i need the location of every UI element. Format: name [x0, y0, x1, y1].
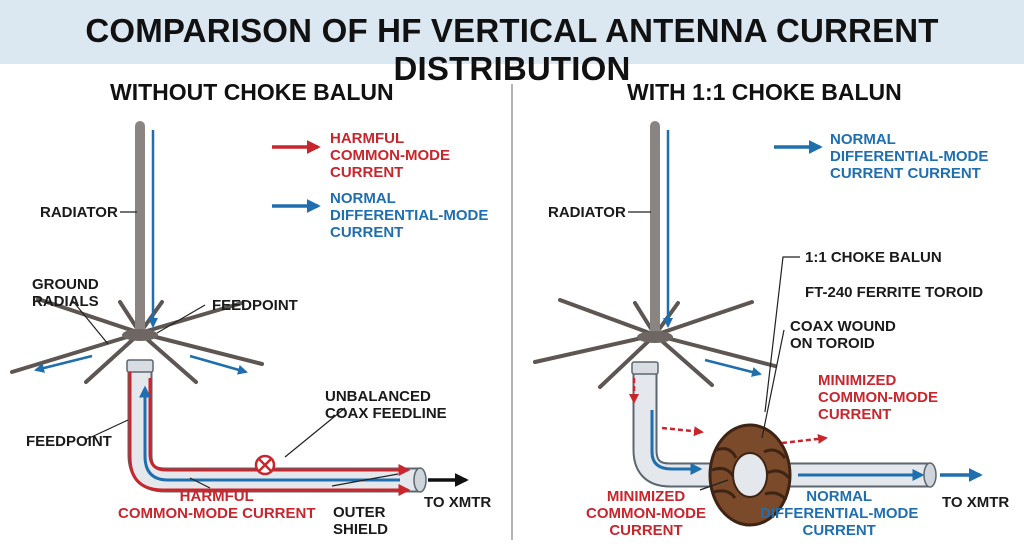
radiator-label-right: RADIATOR	[548, 204, 626, 221]
coax-body	[129, 365, 420, 491]
differential-current-coax-right	[650, 410, 703, 475]
coax-end	[413, 467, 427, 493]
coax-outline	[127, 365, 420, 493]
ferrite-toroid-label: FT-240 FERRITE TOROID	[805, 284, 984, 301]
feedpoint-hub-right	[637, 331, 673, 343]
left-panel	[10, 121, 469, 496]
ground-radials-right	[533, 298, 777, 389]
coax-body-right	[634, 368, 930, 486]
radiator-label: RADIATOR	[40, 204, 118, 221]
toroid-windings	[711, 447, 791, 501]
common-mode-lower-arrow	[128, 372, 411, 496]
differential-coax-arrow	[139, 385, 400, 482]
coax-end-right	[923, 462, 937, 488]
choke-balun-label: 1:1 CHOKE BALUN	[805, 249, 942, 266]
radial-current-right	[189, 354, 248, 375]
to-xmtr-label-left: TO XMTR	[424, 494, 492, 511]
common-mode-upper-arrow	[148, 378, 411, 476]
right-panel	[533, 121, 983, 527]
left-heading: WITHOUT CHOKE BALUN	[110, 79, 394, 105]
feedpoint-hub	[122, 329, 158, 341]
page-title: COMPARISON OF HF VERTICAL ANTENNA CURREN…	[85, 12, 939, 87]
coax-connector-right	[631, 361, 659, 375]
radial-current-right-side	[704, 358, 762, 377]
to-xmtr-label-right: TO XMTR	[942, 494, 1010, 511]
title-banner: COMPARISON OF HF VERTICAL ANTENNA CURREN…	[0, 0, 1024, 87]
minimized-current-to-toroid	[661, 426, 704, 437]
feedpoint-top-label: FEEDPOINT	[212, 297, 298, 314]
feedpoint-left-label: FEEDPOINT	[26, 433, 112, 450]
coax-connector	[126, 359, 154, 373]
minimized-current-after-toroid	[781, 433, 828, 445]
radial-current-left	[34, 354, 93, 373]
right-heading: WITH 1:1 CHOKE BALUN	[627, 79, 902, 105]
